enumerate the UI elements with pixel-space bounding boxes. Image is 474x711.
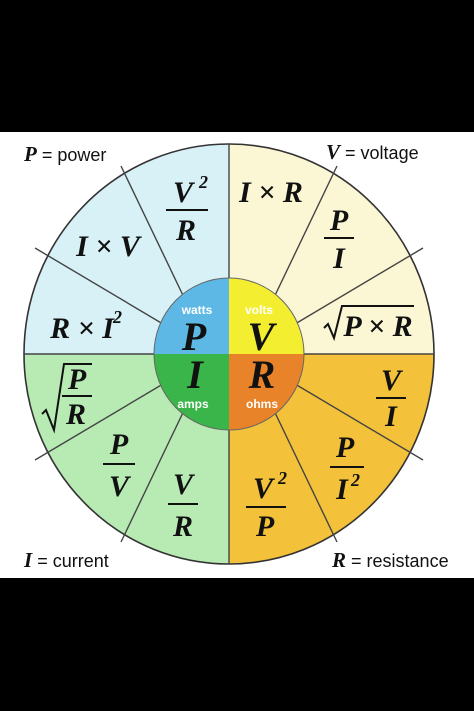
center-symbol-resistance: R xyxy=(248,352,276,397)
svg-text:I: I xyxy=(384,400,398,433)
center-symbol-power: P xyxy=(181,314,207,359)
center-ring xyxy=(153,277,305,431)
divider-current-1 xyxy=(34,380,169,461)
divider-voltage-1 xyxy=(267,165,338,311)
svg-text:2: 2 xyxy=(112,307,122,327)
divider-current-2 xyxy=(120,397,191,543)
formula-resistance-p-over-i2: P I 2 xyxy=(330,431,364,506)
formula-wheel: watts P volts V I amps R ohms V 2 R I × … xyxy=(23,143,435,565)
label-current-symbol: I xyxy=(24,548,33,572)
label-voltage: V = voltage xyxy=(326,140,419,165)
svg-text:R × I: R × I xyxy=(49,312,115,345)
unit-watts: watts xyxy=(181,303,213,317)
center-current xyxy=(154,354,229,430)
svg-text:R: R xyxy=(172,510,193,543)
formula-power-i-times-v: I × V xyxy=(75,230,143,263)
sector-dividers xyxy=(24,144,434,564)
formula-voltage-p-over-i: P I xyxy=(324,204,354,275)
unit-ohms: ohms xyxy=(246,397,278,411)
unit-volts: volts xyxy=(245,303,273,317)
svg-text:2: 2 xyxy=(277,468,287,488)
svg-text:V: V xyxy=(109,470,132,503)
label-voltage-symbol: V xyxy=(326,140,341,164)
formula-resistance-v-over-i: V I xyxy=(376,364,406,433)
center-power xyxy=(154,278,229,354)
svg-text:P × R: P × R xyxy=(342,310,412,343)
svg-text:P: P xyxy=(255,510,275,543)
label-resistance-symbol: R xyxy=(332,548,347,572)
center-symbol-current: I xyxy=(186,352,204,397)
svg-text:2: 2 xyxy=(198,172,208,192)
divider-resistance-1 xyxy=(289,380,424,461)
label-power-text: = power xyxy=(41,145,107,165)
formula-current-v-over-r: V R xyxy=(168,468,198,543)
label-resistance-text: = resistance xyxy=(351,551,449,571)
svg-text:I: I xyxy=(335,473,349,506)
divider-power-1 xyxy=(120,165,191,311)
label-current-text: = current xyxy=(37,551,109,571)
formula-current-p-over-v: P V xyxy=(103,428,135,503)
svg-text:R: R xyxy=(175,214,196,247)
svg-text:V: V xyxy=(173,468,196,501)
formula-voltage-i-times-r: I × R xyxy=(238,176,303,209)
center-symbol-voltage: V xyxy=(248,314,278,359)
divider-voltage-2 xyxy=(289,247,424,328)
ohms-law-panel: P = power V = voltage I = current R = re… xyxy=(0,132,474,578)
label-resistance: R = resistance xyxy=(332,548,449,573)
label-voltage-text: = voltage xyxy=(345,143,419,163)
svg-text:P: P xyxy=(329,204,349,237)
svg-text:I: I xyxy=(332,242,346,275)
label-power: P = power xyxy=(24,142,106,167)
formula-resistance-v2-over-p: V 2 P xyxy=(246,468,287,543)
svg-text:V: V xyxy=(253,472,276,505)
label-power-symbol: P xyxy=(24,142,37,166)
svg-text:P: P xyxy=(109,428,129,461)
divider-power-2 xyxy=(34,247,169,328)
unit-amps: amps xyxy=(177,397,209,411)
svg-text:P: P xyxy=(67,363,87,396)
formula-current-sqrt-p-over-r: P R xyxy=(41,363,92,434)
svg-text:V: V xyxy=(173,176,196,209)
svg-text:P: P xyxy=(335,431,355,464)
formula-power-v2-over-r: V 2 R xyxy=(166,172,208,247)
center-voltage xyxy=(229,278,304,354)
formula-voltage-sqrt-p-times-r: P × R xyxy=(323,305,414,343)
label-current: I = current xyxy=(24,548,109,573)
svg-text:2: 2 xyxy=(350,470,360,490)
divider-resistance-2 xyxy=(267,397,338,543)
svg-text:V: V xyxy=(381,364,404,397)
svg-text:R: R xyxy=(65,398,86,431)
formula-power-r-times-i2: R × I 2 xyxy=(49,307,122,345)
center-resistance xyxy=(229,354,304,430)
